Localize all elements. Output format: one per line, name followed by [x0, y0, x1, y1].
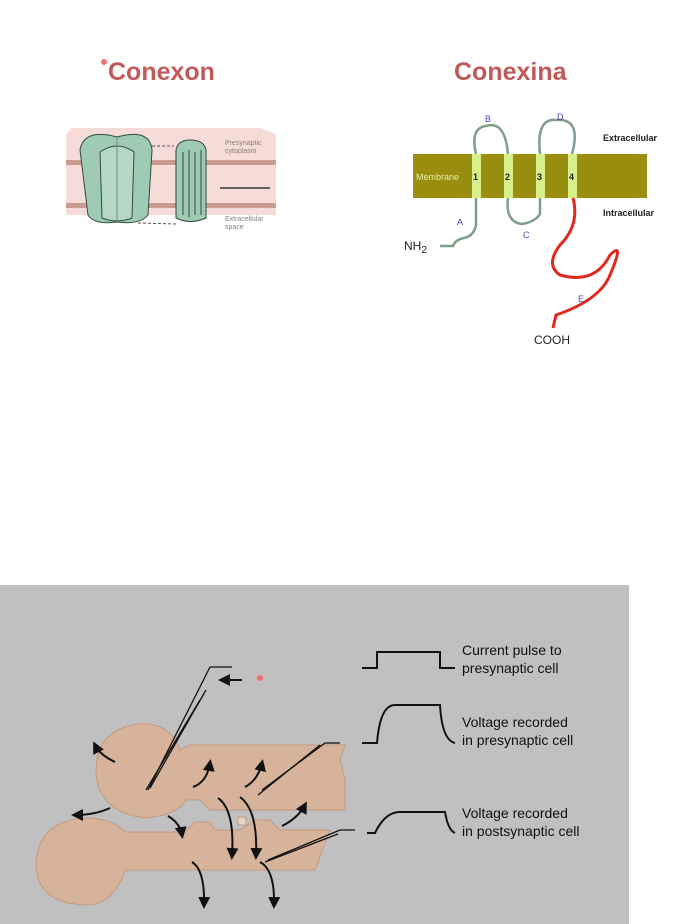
trace-2-line1: Voltage recorded [462, 714, 568, 730]
nh2-label: NH2 [404, 239, 427, 256]
segment-1: 1 [473, 172, 478, 182]
label-extracellular: Extracellular [225, 216, 264, 223]
loops [440, 118, 576, 248]
loop-e: E [578, 294, 584, 304]
trace-3-line2: in postsynaptic cell [462, 823, 580, 839]
intracellular-label: Intracellular [603, 208, 655, 218]
membrane-label: Membrane [416, 172, 459, 182]
segment-2: 2 [505, 172, 510, 182]
loop-a: A [457, 217, 463, 227]
cooh-label: COOH [534, 333, 570, 347]
trace-1-line1: Current pulse to [462, 642, 562, 658]
segment-4: 4 [569, 172, 574, 182]
loop-d: D [557, 112, 564, 122]
loop-b: B [485, 114, 491, 124]
transmembrane-segments [472, 154, 577, 198]
connexin-subunit [175, 139, 207, 222]
loop-c: C [523, 230, 530, 240]
c-terminal-tail [551, 197, 619, 329]
extracellular-label: Extracellular [603, 133, 658, 143]
laser-pointer-dot [101, 59, 107, 65]
trace-2-line2: in presynaptic cell [462, 732, 573, 748]
laser-pointer-dot [257, 675, 263, 681]
label-cytoplasm: cytoplasm [225, 148, 257, 155]
conexina-title: Conexina [454, 58, 568, 86]
membrane-bar [413, 154, 647, 198]
trace-3-line1: Voltage recorded [462, 805, 568, 821]
connexon-channel [79, 133, 153, 224]
segment-3: 3 [537, 172, 542, 182]
electrodes [145, 666, 355, 863]
conexon-title: Conexon [108, 58, 215, 86]
trace-1-line2: presynaptic cell [462, 660, 559, 676]
label-presynaptic: Presynaptic [225, 140, 262, 147]
current-arrows [71, 741, 307, 909]
label-space: space [225, 224, 244, 231]
traces [362, 651, 456, 834]
